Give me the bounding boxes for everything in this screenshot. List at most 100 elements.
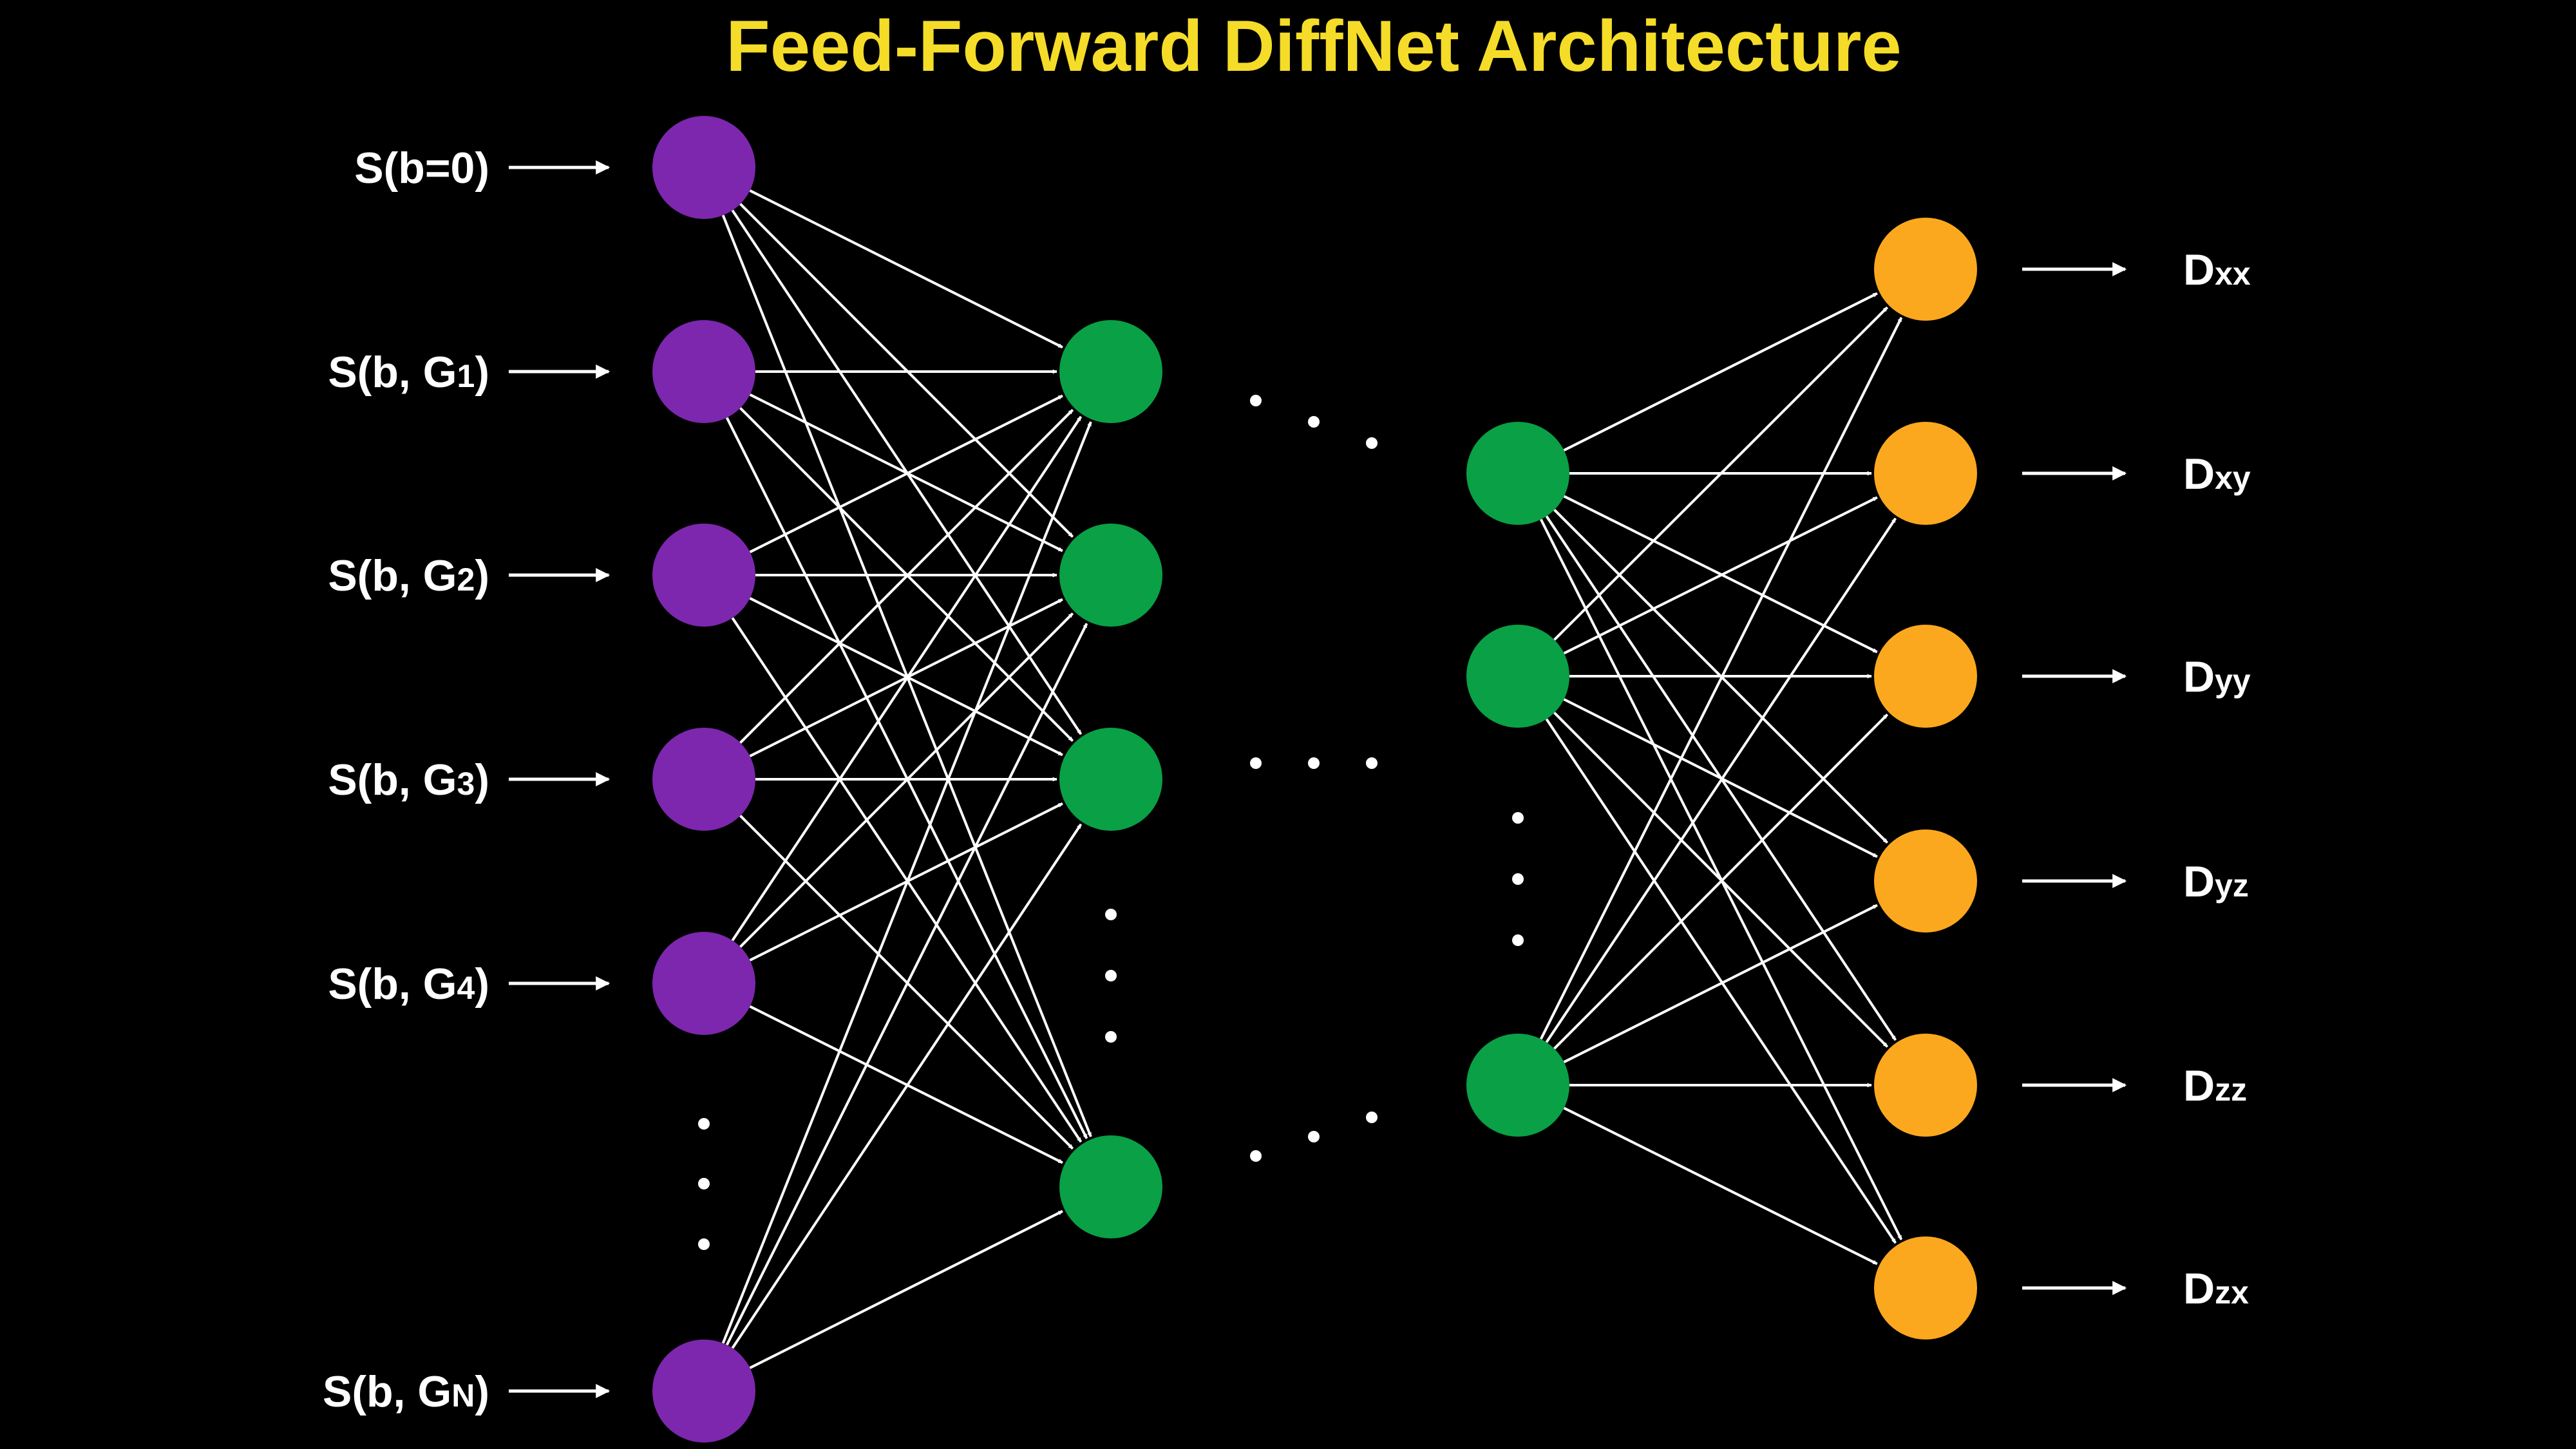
input-label: S(b, G2) bbox=[328, 551, 489, 600]
output-label: Dyz bbox=[2183, 857, 2249, 906]
output-node bbox=[1874, 1236, 1977, 1340]
hidden1-ellipsis-dot bbox=[1105, 909, 1117, 920]
edge-layer bbox=[721, 189, 1903, 1369]
hidden-node-layer-2 bbox=[1466, 625, 1569, 728]
input-label-close: ) bbox=[475, 1367, 489, 1416]
hidden-output-edge bbox=[1563, 1106, 1878, 1265]
ellipsis-layer bbox=[698, 395, 1524, 1250]
input-label-main: S(b=0) bbox=[354, 144, 489, 193]
output-label: Dxy bbox=[2183, 450, 2251, 498]
node-layer bbox=[652, 116, 1977, 1443]
output-node bbox=[1874, 625, 1977, 728]
layer-ellipsis-bottom-dot bbox=[1366, 1112, 1378, 1123]
label-layer: S(b=0)S(b, G1)S(b, G2)S(b, G3)S(b, G4)S(… bbox=[323, 144, 2251, 1416]
input-hidden-edge bbox=[731, 415, 1083, 942]
input-hidden-edge bbox=[749, 394, 1063, 553]
input-label-subscript: N bbox=[451, 1378, 475, 1414]
hidden-output-edge bbox=[1553, 306, 1889, 641]
input-label-subscript: 1 bbox=[457, 358, 475, 394]
output-label: Dxx bbox=[2183, 245, 2251, 294]
output-label-main: D bbox=[2183, 652, 2215, 701]
input-ellipsis-dot bbox=[698, 1118, 710, 1130]
hidden-node-layer-2 bbox=[1466, 422, 1569, 525]
input-label: S(b=0) bbox=[354, 144, 489, 193]
hidden-output-edge bbox=[1563, 496, 1878, 655]
diagram-title: Feed-Forward DiffNet Architecture bbox=[726, 6, 1901, 86]
output-label-subscript: yz bbox=[2215, 867, 2249, 904]
output-node bbox=[1874, 829, 1977, 933]
layer-ellipsis-bottom-dot bbox=[1250, 1150, 1262, 1162]
input-label-close: ) bbox=[475, 348, 489, 397]
output-label-main: D bbox=[2183, 1264, 2215, 1313]
input-label: S(b, GN) bbox=[323, 1367, 489, 1416]
output-label: Dzx bbox=[2183, 1264, 2249, 1313]
input-label-close: ) bbox=[475, 551, 489, 600]
layer-ellipsis-top-dot bbox=[1308, 416, 1320, 428]
input-hidden-edge bbox=[739, 408, 1074, 744]
hidden-output-edge bbox=[1563, 292, 1878, 451]
hidden-output-edge bbox=[1545, 718, 1897, 1244]
input-label-subscript: 4 bbox=[457, 970, 475, 1006]
layer-ellipsis-middle-dot bbox=[1250, 757, 1262, 769]
output-label-subscript: zz bbox=[2215, 1072, 2247, 1108]
input-label-main: S(b, G bbox=[328, 348, 457, 397]
input-hidden-edge bbox=[749, 1209, 1063, 1369]
output-label-subscript: zx bbox=[2215, 1274, 2249, 1311]
input-node bbox=[652, 1340, 755, 1443]
input-ellipsis-dot bbox=[698, 1238, 710, 1250]
hidden2-ellipsis-dot bbox=[1512, 873, 1524, 885]
hidden1-ellipsis-dot bbox=[1105, 1031, 1117, 1043]
input-label: S(b, G1) bbox=[328, 348, 489, 397]
input-label-main: S(b, G bbox=[328, 551, 457, 600]
input-label-subscript: 2 bbox=[457, 562, 475, 598]
input-node bbox=[652, 932, 755, 1035]
io-arrow-layer bbox=[509, 160, 2127, 1398]
output-node bbox=[1874, 1034, 1977, 1137]
hidden-node-layer-1 bbox=[1059, 320, 1162, 423]
output-label-main: D bbox=[2183, 1061, 2215, 1110]
input-hidden-edge bbox=[749, 189, 1063, 349]
input-ellipsis-dot bbox=[698, 1178, 710, 1189]
input-node bbox=[652, 320, 755, 423]
hidden-node-layer-1 bbox=[1059, 1135, 1162, 1238]
input-label: S(b, G3) bbox=[328, 755, 489, 804]
input-node bbox=[652, 728, 755, 831]
hidden-output-edge bbox=[1563, 904, 1878, 1063]
output-node bbox=[1874, 422, 1977, 525]
output-label-main: D bbox=[2183, 857, 2215, 906]
input-label-close: ) bbox=[475, 755, 489, 804]
layer-ellipsis-middle-dot bbox=[1366, 757, 1378, 769]
hidden-output-edge bbox=[1563, 698, 1878, 858]
layer-ellipsis-bottom-dot bbox=[1308, 1131, 1320, 1142]
hidden2-ellipsis-dot bbox=[1512, 812, 1524, 824]
input-hidden-edge bbox=[721, 421, 1092, 1344]
output-label-main: D bbox=[2183, 450, 2215, 498]
input-hidden-edge bbox=[739, 612, 1074, 948]
output-node bbox=[1874, 218, 1977, 321]
input-label-main: S(b, G bbox=[328, 755, 457, 804]
input-label-main: S(b, G bbox=[328, 960, 457, 1009]
input-label-subscript: 3 bbox=[457, 766, 475, 802]
output-label-subscript: yy bbox=[2215, 663, 2251, 699]
input-hidden-edge bbox=[731, 823, 1083, 1349]
input-node bbox=[652, 116, 755, 219]
hidden-node-layer-1 bbox=[1059, 524, 1162, 627]
output-label-subscript: xy bbox=[2215, 460, 2251, 496]
layer-ellipsis-top-dot bbox=[1366, 437, 1378, 449]
output-label: Dzz bbox=[2183, 1061, 2247, 1110]
hidden-node-layer-2 bbox=[1466, 1034, 1569, 1137]
output-label-subscript: xx bbox=[2215, 256, 2251, 292]
hidden-output-edge bbox=[1540, 317, 1903, 1040]
layer-ellipsis-middle-dot bbox=[1308, 757, 1320, 769]
input-label: S(b, G4) bbox=[328, 960, 489, 1009]
input-hidden-edge bbox=[725, 623, 1088, 1346]
hidden2-ellipsis-dot bbox=[1512, 934, 1524, 946]
hidden-node-layer-1 bbox=[1059, 728, 1162, 831]
output-label-main: D bbox=[2183, 245, 2215, 294]
hidden1-ellipsis-dot bbox=[1105, 970, 1117, 981]
hidden-output-edge bbox=[1545, 517, 1897, 1043]
input-label-main: S(b, G bbox=[323, 1367, 451, 1416]
input-node bbox=[652, 524, 755, 627]
hidden-output-edge bbox=[1553, 714, 1889, 1050]
